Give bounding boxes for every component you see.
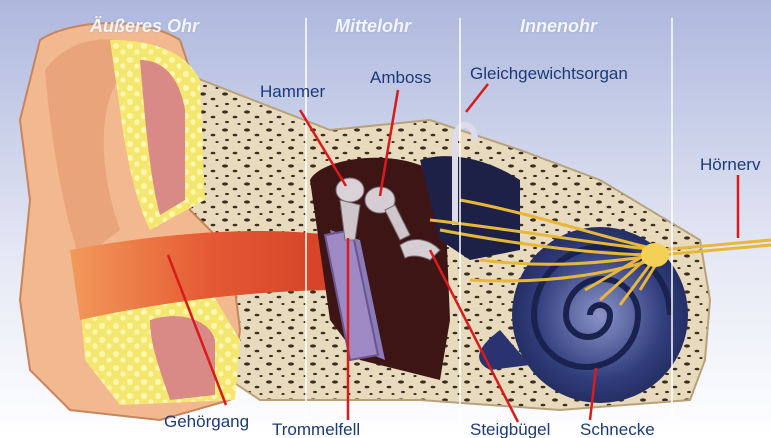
label-gehoergang: Gehörgang (164, 412, 249, 432)
label-gleichgewichtsorgan: Gleichgewichtsorgan (470, 64, 628, 84)
section-middle-ear: Mittelohr (335, 16, 411, 37)
label-steigbuegel: Steigbügel (470, 420, 550, 438)
section-inner-ear: Innenohr (520, 16, 597, 37)
label-hammer: Hammer (260, 82, 325, 102)
section-outer-ear: Äußeres Ohr (90, 16, 199, 37)
label-schnecke: Schnecke (580, 420, 655, 438)
label-amboss: Amboss (370, 68, 431, 88)
label-hoernerv: Hörnerv (700, 155, 760, 175)
label-trommelfell: Trommelfell (272, 420, 360, 438)
